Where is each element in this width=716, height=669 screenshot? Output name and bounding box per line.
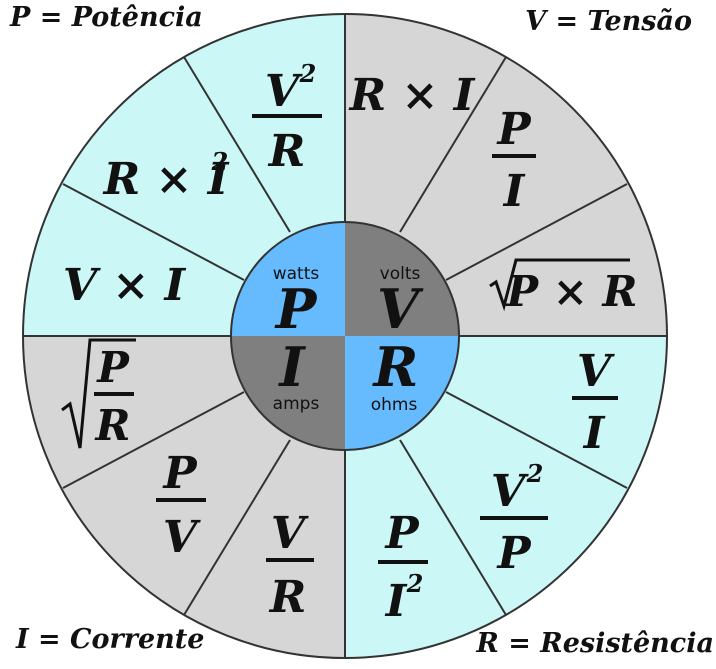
v-symbol: V	[377, 277, 424, 341]
formula-p-over-i-squared: P I 2	[378, 508, 428, 627]
formula-text: R × I	[348, 70, 476, 121]
outer-ring	[22, 13, 668, 659]
formula-numerator: V	[491, 466, 529, 517]
formula-denominator: I	[502, 166, 526, 217]
formula-exponent: 2	[526, 459, 544, 488]
formula-denominator: I	[582, 408, 606, 459]
formula-v-over-r: V R	[266, 508, 314, 623]
fraction-bar	[480, 516, 548, 520]
formula-r-times-i-voltage: R × I	[348, 70, 476, 121]
current-legend: I = Corrente	[16, 624, 205, 655]
ohms-label: ohms	[371, 395, 418, 415]
center-disk-outline	[230, 221, 460, 451]
formula-exponent: 2	[406, 569, 424, 598]
formula-numerator: V	[271, 508, 309, 559]
formula-text: V × I	[63, 260, 187, 311]
formula-denominator: I	[384, 576, 408, 627]
formula-denominator: V	[163, 512, 201, 563]
center-i-quadrant	[231, 336, 345, 450]
formula-text: P × R	[506, 267, 638, 316]
formula-numerator: V	[265, 66, 303, 117]
formula-numerator: P	[383, 508, 420, 559]
formula-numerator: P	[161, 448, 198, 499]
formula-r-times-i-squared: R × I 2	[102, 147, 230, 205]
fraction-bar	[252, 114, 322, 118]
fraction-bar	[378, 560, 428, 564]
volts-label: volts	[380, 264, 421, 284]
resistance-legend: R = Resistência	[476, 628, 714, 659]
watts-label: watts	[273, 264, 320, 284]
power-legend: P = Potência	[10, 2, 203, 33]
formula-numerator: P	[96, 343, 130, 392]
center-r-quadrant	[345, 336, 459, 450]
formula-denominator: R	[267, 126, 306, 177]
formula-text: R × I	[102, 154, 230, 205]
formula-exponent: 2	[299, 59, 317, 88]
formula-v-over-i: V I	[572, 346, 618, 459]
formula-v-squared-over-p: V 2 P	[480, 459, 548, 579]
fraction-bar	[492, 154, 536, 158]
formula-v-squared-over-r: V 2 R	[252, 59, 322, 177]
radical-sign	[61, 338, 136, 449]
radical-sign	[489, 258, 630, 312]
fraction-bar	[266, 558, 314, 562]
formula-sqrt-p-times-r: P × R	[489, 258, 638, 316]
formula-denominator: P	[495, 528, 532, 579]
formula-p-over-v: P V	[156, 448, 206, 563]
i-symbol: I	[277, 335, 306, 399]
formula-numerator: V	[577, 346, 615, 397]
formula-exponent: 2	[211, 147, 229, 176]
r-symbol: R	[372, 335, 419, 399]
formula-p-over-i: P I	[492, 104, 536, 217]
amps-label: amps	[273, 394, 320, 414]
fraction-bar	[156, 498, 206, 502]
formula-numerator: P	[495, 104, 532, 155]
formula-v-times-i: V × I	[63, 260, 187, 311]
fraction-bar	[94, 392, 134, 396]
center-v-quadrant	[345, 222, 459, 336]
sector-dividers	[23, 13, 667, 659]
center-p-quadrant	[231, 222, 345, 336]
voltage-legend: V = Tensão	[525, 6, 692, 37]
formula-sqrt-p-over-r: P R	[61, 338, 136, 450]
fraction-bar	[572, 396, 618, 400]
p-symbol: P	[274, 277, 318, 341]
formula-denominator: R	[268, 572, 307, 623]
formula-denominator: R	[95, 401, 131, 450]
